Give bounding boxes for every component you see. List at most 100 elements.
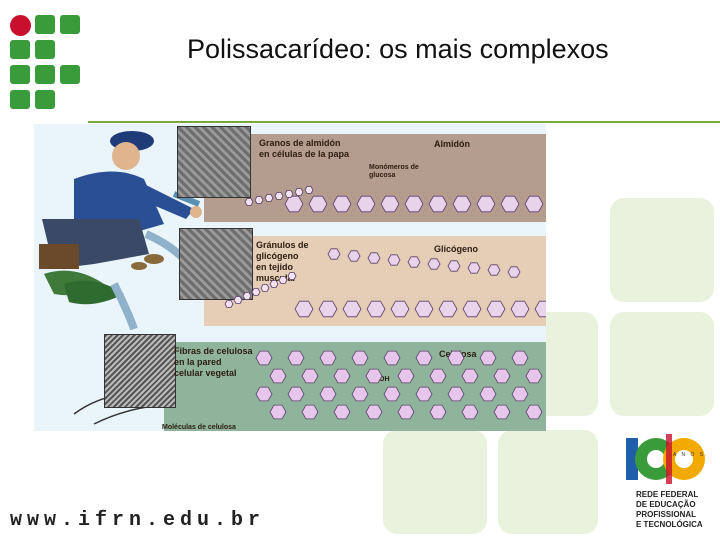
glucose-hexagon [486, 300, 506, 318]
glucose-hexagon [333, 404, 351, 420]
glucose-hexagon [479, 350, 497, 366]
glucose-hexagon [383, 386, 401, 402]
glucose-hexagon [510, 300, 530, 318]
glucose-hexagon [524, 195, 544, 213]
glucose-hexagon [287, 272, 297, 280]
glucose-hexagon [356, 195, 376, 213]
title-divider [88, 121, 720, 123]
glucose-hexagon [525, 404, 543, 420]
glucose-chains [224, 186, 546, 420]
farmer-illustration [39, 131, 260, 425]
glucose-hexagon [318, 300, 338, 318]
glucose-hexagon [415, 350, 433, 366]
ifrn-logo [10, 15, 84, 111]
glucose-hexagon [347, 250, 361, 262]
glucose-hexagon [304, 186, 314, 194]
glucose-hexagon [414, 300, 434, 318]
glucose-hexagon [366, 300, 386, 318]
glucose-hexagon [534, 300, 546, 318]
glycogen-caption: Gránulos de glicógeno en tejido muscular [256, 240, 309, 283]
glucose-hexagon [319, 386, 337, 402]
glucose-hexagon [284, 190, 294, 198]
glucose-hexagon [404, 195, 424, 213]
cellulose-molecules-label: Moléculas de celulosa [162, 424, 236, 431]
rede-federal-badge: A N O S REDE FEDERAL DE EDUCAÇÃO PROFISS… [618, 430, 716, 530]
glucose-hexagon [269, 280, 279, 288]
badge-years-label: A N O S [673, 452, 706, 458]
glucose-hexagon [264, 194, 274, 202]
starch-micrograph [177, 126, 251, 198]
glucose-hexagon [407, 256, 421, 268]
glucose-hexagon [493, 368, 511, 384]
glucose-hexagon [287, 386, 305, 402]
glucose-hexagon [461, 368, 479, 384]
glucose-hexagon [308, 195, 328, 213]
glucose-hexagon [428, 195, 448, 213]
glucose-hexagon [462, 300, 482, 318]
glucose-hexagon [383, 350, 401, 366]
glucose-hexagon [500, 195, 520, 213]
glucose-hexagon [479, 386, 497, 402]
glucose-hexagon [365, 404, 383, 420]
cellulose-caption: Fibras de celulosa en la pared celular v… [174, 346, 253, 378]
decor-square [610, 312, 714, 416]
glucose-hexagon [367, 252, 381, 264]
footer-url: www.ifrn.edu.br [10, 509, 266, 532]
badge-text: REDE FEDERAL DE EDUCAÇÃO PROFISSIONAL E … [636, 490, 703, 529]
glucose-hexagon [284, 195, 304, 213]
glucose-hexagon [447, 350, 465, 366]
glucose-hexagon [269, 404, 287, 420]
glucose-hexagon [429, 404, 447, 420]
glucose-hexagon [269, 368, 287, 384]
glucose-hexagon [397, 368, 415, 384]
glucose-hexagon [260, 284, 270, 292]
glucose-hexagon [224, 300, 234, 308]
glucose-hexagon [429, 368, 447, 384]
starch-caption: Granos de almidón en células de la papa [259, 138, 350, 159]
glucose-hexagon [452, 195, 472, 213]
glucose-hexagon [493, 404, 511, 420]
glucose-hexagon [351, 350, 369, 366]
glucose-hexagon [447, 260, 461, 272]
decor-square [498, 430, 598, 534]
glucose-hexagon [287, 350, 305, 366]
glucose-hexagon [342, 300, 362, 318]
glucose-hexagon [242, 292, 252, 300]
glucose-hexagon [511, 350, 529, 366]
glucose-hexagon [274, 192, 284, 200]
glucose-hexagon [333, 368, 351, 384]
glucose-hexagon [319, 350, 337, 366]
glucose-hexagon [438, 300, 458, 318]
glucose-hexagon [476, 195, 496, 213]
glucose-hexagon [332, 195, 352, 213]
glucose-hexagon [294, 188, 304, 196]
glucose-hexagon [255, 386, 273, 402]
badge-100-logo [626, 434, 705, 484]
cellulose-micrograph [104, 334, 176, 408]
glucose-hexagon [525, 368, 543, 384]
glucose-hexagon [294, 300, 314, 318]
glucose-hexagon [461, 404, 479, 420]
glucose-hexagon [390, 300, 410, 318]
starch-label: Almidón [434, 139, 470, 149]
glucose-hexagon [447, 386, 465, 402]
decor-square [610, 198, 714, 302]
glucose-hexagon [511, 386, 529, 402]
glucose-hexagon [467, 262, 481, 274]
glucose-hexagon [301, 368, 319, 384]
glucose-hexagon [415, 386, 433, 402]
glucose-hexagon [251, 288, 261, 296]
polysaccharide-figure: Granos de almidón en células de la papa … [34, 124, 546, 431]
glucose-hexagon [380, 195, 400, 213]
decor-square [383, 430, 487, 534]
glucose-hexagon [351, 386, 369, 402]
glucose-monomers-label: Monómeros de glucosa [369, 164, 419, 179]
glucose-hexagon [244, 198, 254, 206]
glucose-hexagon [278, 276, 288, 284]
glucose-hexagon [327, 248, 341, 260]
glucose-hexagon [233, 296, 243, 304]
hydroxyl-label: OH [379, 376, 390, 383]
glucose-hexagon [487, 264, 501, 276]
logo-red-dot [10, 15, 31, 36]
glycogen-label: Glicógeno [434, 244, 479, 254]
